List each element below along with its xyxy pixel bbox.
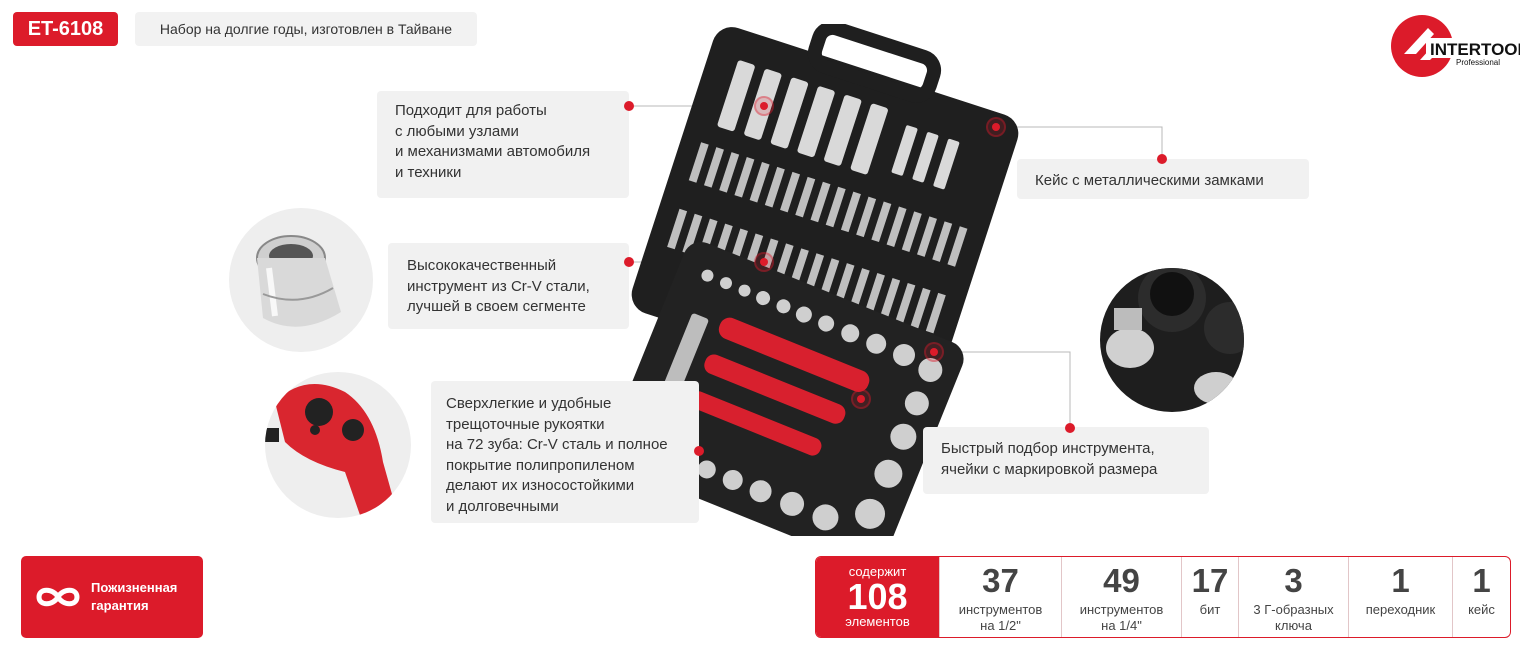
logo-brand: INTERTOOL <box>1430 40 1520 59</box>
hotspot-ratchet <box>851 389 871 409</box>
intertool-logo-icon: INTERTOOL Professional <box>1391 15 1520 77</box>
logo-sub: Professional <box>1456 58 1500 67</box>
stats-item: 17 бит <box>1181 557 1238 637</box>
callout-dot-crv <box>624 257 634 267</box>
callout-case-locks: Кейс с металлическими замками <box>1017 159 1309 199</box>
infinity-icon <box>36 587 80 607</box>
callout-work-range: Подходит для работы с любыми узлами и ме… <box>377 91 629 198</box>
hotspot-case <box>986 117 1006 137</box>
warranty-line2: гарантия <box>91 598 149 613</box>
callout-ratchet: Сверхлегкие и удобные трещоточные рукоят… <box>431 381 699 523</box>
hotspot-crv <box>754 252 774 272</box>
callout-dot-select <box>1065 423 1075 433</box>
tagline: Набор на долгие годы, изготовлен в Тайва… <box>135 12 477 46</box>
callout-dot-case <box>1157 154 1167 164</box>
hotspot-select <box>924 342 944 362</box>
hotspot-work <box>754 96 774 116</box>
socket-photo <box>229 208 373 352</box>
stats-item: 1 переходник <box>1348 557 1452 637</box>
callout-crv-steel: Высококачественный инструмент из Cr-V ст… <box>388 243 629 329</box>
stats-item: 1 кейс <box>1452 557 1510 637</box>
model-badge: ET-6108 <box>13 12 118 46</box>
stats-total: содержит 108 элементов <box>816 557 939 637</box>
callout-dot-ratchet <box>694 446 704 456</box>
warranty-line1: Пожизненная <box>91 580 178 595</box>
callout-dot-work <box>624 101 634 111</box>
callout-quick-select: Быстрый подбор инструмента, ячейки с мар… <box>923 427 1209 494</box>
cell-closeup-photo <box>1100 268 1244 412</box>
warranty-badge: Пожизненная гарантия <box>21 556 203 638</box>
ratchet-photo <box>265 372 411 518</box>
